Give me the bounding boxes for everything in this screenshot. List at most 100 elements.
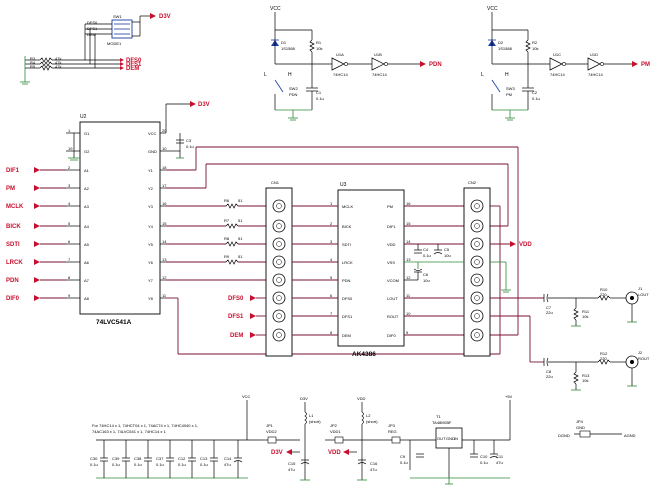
out-dfs0: DFS0 (126, 58, 142, 64)
input-arrow-icon (34, 241, 40, 247)
c5-ref: C5 (444, 247, 450, 252)
c7-ref: C7 (546, 305, 552, 310)
pm-d-ref: D2 (498, 40, 504, 45)
u2-left-pin: G2 (84, 149, 90, 154)
u2-ref: U2 (80, 114, 87, 120)
ps-vdd-top: VDD (357, 396, 366, 401)
u3-right-pin-num: 11 (406, 293, 411, 298)
u2-right-pin: Y6 (148, 260, 154, 265)
c8-val: 22u (546, 374, 553, 379)
u1b-icon (371, 57, 385, 71)
pdn-c-val: 0.1u (316, 96, 324, 101)
pm-d-val: 1S1588 (498, 46, 513, 51)
u3-right-pin: ROUT (387, 314, 399, 319)
sw3-lever[interactable] (491, 79, 501, 93)
u3-left-pin: PDN (342, 278, 351, 283)
u3-left-pin-num: 6 (330, 293, 333, 298)
u3-left-pin-num: 5 (330, 275, 333, 280)
j2-lbl: ROUT (638, 356, 650, 361)
u3-left-pin: DFS1 (342, 314, 353, 319)
u3-left-pin-num: 7 (330, 311, 333, 316)
u3-decoupling: VDD C4 0.1u C5 10u C6 10u (404, 241, 532, 293)
u2-left-pin-num: 3 (68, 183, 71, 188)
u2-right-pin: Y5 (148, 242, 154, 247)
u3-ref: U3 (340, 182, 347, 188)
ps-cap-ref: C12 (178, 456, 186, 461)
ps-cap-val: 0.1u (178, 462, 186, 467)
u2-right-pin-num: 10 (162, 146, 167, 151)
pm-c-val: 0.1u (532, 96, 540, 101)
u2-left-pin: A6 (84, 260, 90, 265)
dgnd-lbl: DGND (558, 433, 570, 438)
u3-right-pin: LOUT (387, 296, 398, 301)
jp4-body[interactable] (579, 430, 591, 438)
series-r-val: 51 (238, 254, 243, 259)
r10-val: 220 (600, 292, 607, 297)
j1-ref: J1 (638, 286, 643, 291)
sw1-ref: SW1 (113, 14, 122, 19)
dfs0-lbl: DFS0 (228, 296, 244, 302)
l1-ref: L1 (309, 413, 314, 418)
pdn-d-ref: D1 (281, 40, 287, 45)
u2-right-pin: Y4 (148, 224, 154, 229)
resistor-icon (225, 241, 239, 247)
power-note-1: For 74HC14 x 1, 74HCT04 x 1, 74AC74 x 1,… (92, 423, 198, 428)
u2-right-pin-num: 15 (162, 221, 167, 226)
c9-ref: C9 (400, 454, 406, 459)
u2-right-pin-num: 16 (162, 201, 167, 206)
u2-right-pin-num: 12 (162, 275, 167, 280)
u3-right-pin-num: 9 (406, 330, 409, 335)
u2-right-pin: GND (148, 149, 157, 154)
sw1-pin2: DFS1 (87, 26, 98, 31)
u3-left-pin: LRCK (342, 260, 353, 265)
cn2-body (463, 187, 491, 357)
c9-val: 0.1u (400, 460, 408, 465)
u3-right-pin: VDD (387, 242, 396, 247)
ps-cap-val: 0.1u (112, 462, 120, 467)
c4-val: 0.1u (423, 253, 431, 258)
u3-name: AK4386 (352, 351, 376, 358)
ps-cap-val: 0.1u (90, 462, 98, 467)
u1a-ic: 74HC14 (333, 72, 348, 77)
u2-right-pin: Y7 (148, 278, 154, 283)
t1-ref: T1 (436, 414, 441, 419)
u2-body (79, 121, 161, 315)
r13-val: 10k (582, 378, 588, 383)
u2-name: 74LVC541A (96, 319, 132, 326)
cn1-ref: CN1 (271, 180, 280, 185)
l2-ref: L2 (366, 413, 371, 418)
cn1-connector: CN1 (265, 180, 293, 357)
r4-ref: R4 (30, 60, 36, 65)
u3-left-pin: DFS0 (342, 296, 353, 301)
series-r-val: 51 (238, 198, 243, 203)
u1c-icon (549, 57, 563, 71)
u3-right-pin-num: 10 (406, 311, 411, 316)
ps-cap-ref: C14 (224, 456, 232, 461)
ps-cap-ref: C37 (156, 456, 164, 461)
u2-left-pin-num: 5 (68, 221, 71, 226)
u2-left-pin: G1 (84, 131, 90, 136)
input-arrow-icon (34, 223, 40, 229)
u3-right-pin-num: 13 (406, 257, 411, 262)
u3-right-pin-num: 14 (406, 239, 411, 244)
input-label: BICK (6, 224, 21, 230)
u1a-ref: U1A (336, 52, 344, 57)
c15-val: 47u (288, 467, 295, 472)
jp3-ref: JP3 (388, 423, 396, 428)
u3-left-pin: MCLK (342, 204, 353, 209)
r5-val: 47k (55, 64, 61, 69)
sw2-lever[interactable] (274, 79, 284, 93)
sw2-lbl: PDN (289, 92, 298, 97)
pdn-d-val: 1S1588 (281, 46, 296, 51)
u3-right-pin-num: 16 (406, 201, 411, 206)
u3-left-pin-num: 1 (330, 201, 333, 206)
sw2-ref: SW2 (289, 86, 298, 91)
u2-right-pin: Y8 (148, 296, 154, 301)
u2-right-pin-num: 13 (162, 257, 167, 262)
u2-left-pin-num: 4 (68, 201, 71, 206)
r5-ref: R5 (30, 64, 36, 69)
r12-ref: R12 (600, 351, 608, 356)
u3-left-pin-num: 2 (330, 221, 333, 226)
